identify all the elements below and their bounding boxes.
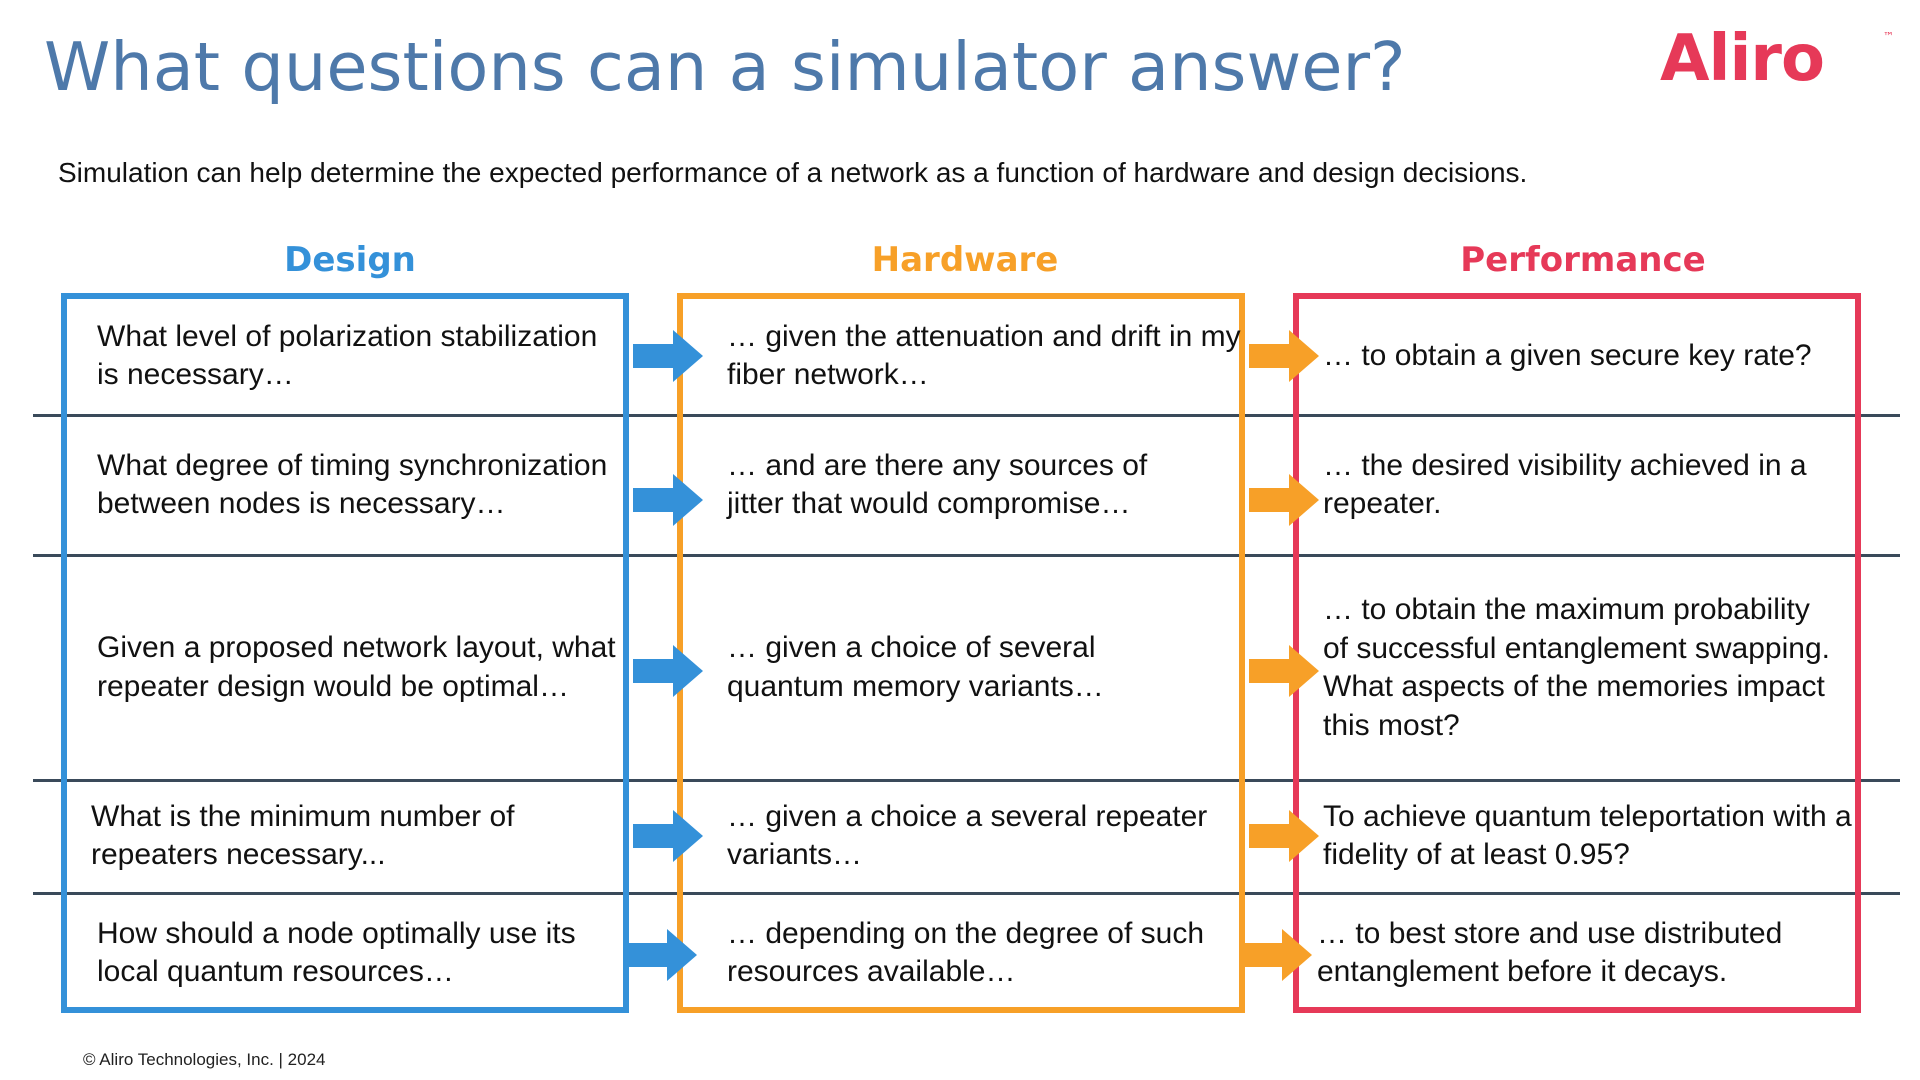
hardware-cell: … and are there any sources of jitter th… xyxy=(727,448,1148,521)
copyright-footer: © Aliro Technologies, Inc. | 2024 xyxy=(83,1050,326,1069)
subtitle: Simulation can help determine the expect… xyxy=(58,157,1528,188)
column-header-hardware: Hardware xyxy=(871,240,1059,280)
design-column-box xyxy=(61,293,629,1013)
arrow-right-icon xyxy=(633,810,703,862)
arrow-right-icon xyxy=(1249,474,1319,526)
design-cell: What degree of timing synchronization be… xyxy=(97,448,608,521)
column-header-performance: Performance xyxy=(1460,240,1706,280)
design-cell: How should a node optimally use its loca… xyxy=(97,916,576,989)
performance-cell: … to obtain the maximum probability of s… xyxy=(1323,593,1830,742)
performance-cell: … to best store and use distributed enta… xyxy=(1317,916,1783,989)
hardware-cell: … given a choice a several repeater vari… xyxy=(727,799,1208,872)
hardware-cell: … given the attenuation and drift in my … xyxy=(727,319,1241,392)
arrow-right-icon xyxy=(633,474,703,526)
column-header-design: Design xyxy=(284,240,416,280)
design-cell: What is the minimum number of repeaters … xyxy=(91,799,515,872)
arrow-right-icon xyxy=(627,929,697,981)
performance-cell: To achieve quantum teleportation with a … xyxy=(1323,799,1852,872)
row-divider xyxy=(33,554,1900,557)
hardware-cell: … given a choice of several quantum memo… xyxy=(727,631,1104,703)
arrow-right-icon xyxy=(633,330,703,382)
aliro-logo: Aliro xyxy=(1660,22,1825,96)
page-title: What questions can a simulator answer? xyxy=(44,28,1406,106)
arrow-right-icon xyxy=(1249,645,1319,697)
performance-cell: … the desired visibility achieved in a r… xyxy=(1323,448,1807,521)
arrow-right-icon xyxy=(1249,330,1319,382)
row-divider xyxy=(33,779,1900,782)
hardware-cell: … depending on the degree of such resour… xyxy=(727,916,1205,989)
arrow-right-icon xyxy=(633,645,703,697)
row-divider xyxy=(33,892,1900,895)
design-cell: Given a proposed network layout, what re… xyxy=(97,631,616,703)
arrow-right-icon xyxy=(1242,929,1312,981)
performance-cell: … to obtain a given secure key rate? xyxy=(1323,338,1812,372)
trademark-symbol: ™ xyxy=(1883,30,1894,43)
design-cell: What level of polarization stabilization… xyxy=(97,319,598,392)
arrow-right-icon xyxy=(1249,810,1319,862)
row-divider xyxy=(33,414,1900,417)
